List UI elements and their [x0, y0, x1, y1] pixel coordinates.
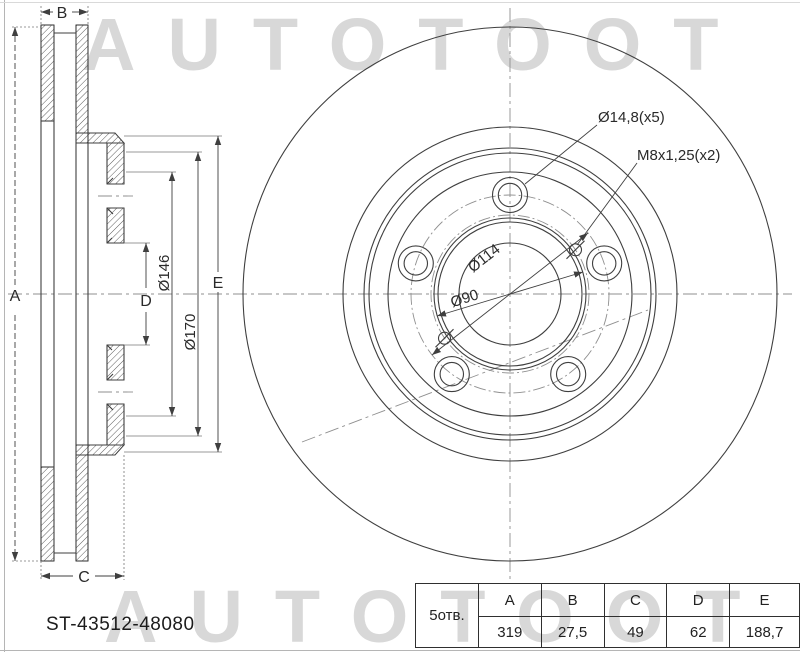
- dim-label-d: D: [140, 293, 152, 310]
- dim-label-b: B: [57, 5, 68, 22]
- front-dim-lines: [431, 124, 638, 356]
- section-outline: [40, 24, 125, 562]
- outboard-plate-lower: [40, 466, 55, 562]
- spec-header-e: E: [729, 583, 800, 617]
- bolt-hole: [491, 176, 529, 214]
- inboard-plate-upper: [75, 24, 89, 134]
- centerlines: [8, 8, 792, 581]
- flange-wall-2: [106, 207, 125, 244]
- m8-thread-hole: [566, 240, 585, 260]
- spec-header-b: B: [540, 583, 605, 617]
- spec-value-b: 27,5: [540, 616, 605, 648]
- flange-wall-4: [106, 403, 125, 446]
- scan-edge-top: [0, 2, 800, 3]
- dim-label-a: A: [10, 288, 21, 305]
- scan-edge-bottom: [0, 650, 800, 651]
- dim-label-dia170: Ø170: [182, 314, 199, 351]
- spec-row-label: 5отв.: [415, 583, 479, 648]
- flange-chamfer-circle: [368, 152, 652, 436]
- spec-value-c: 49: [603, 616, 668, 648]
- diagonal-centerline: [301, 309, 649, 443]
- watermark-top: AUTOTOOT: [82, 3, 751, 86]
- spec-table: 5отв. A B C D E 319 27,5 49 62 188,7: [415, 583, 800, 648]
- label-pcd: Ø114: [465, 241, 504, 276]
- m8-thread-hole: [435, 328, 454, 348]
- label-bolt-holes: Ø14,8(x5): [598, 109, 665, 126]
- thread-pcd-circle: [430, 214, 590, 374]
- flange-inner-circle: [387, 171, 633, 417]
- spec-value-a: 319: [477, 616, 542, 648]
- spec-value-d: 62: [666, 616, 731, 648]
- outer-diameter-circle: [242, 26, 778, 562]
- label-thread-holes: M8x1,25(x2): [637, 147, 720, 164]
- bolt-pcd-circle: [410, 194, 610, 394]
- spec-header-a: A: [477, 583, 542, 617]
- disc-circles: [242, 26, 778, 562]
- inboard-plate-lower: [75, 454, 89, 562]
- dim-label-e: E: [213, 275, 224, 292]
- scan-edge-left: [4, 0, 5, 652]
- section-view: [40, 24, 126, 562]
- spec-header-c: C: [603, 583, 668, 617]
- thread-hole-leader: [576, 162, 638, 246]
- flange-outer-circle: [363, 147, 657, 441]
- label-hub-face: Ø90: [448, 286, 480, 311]
- outboard-plate-upper: [40, 24, 55, 122]
- section-dimensions: A B C D E Ø146 Ø170: [10, 5, 224, 586]
- hat-foot-upper: [75, 132, 126, 144]
- front-view: Ø14,8(x5) M8x1,25(x2) Ø114 Ø90: [242, 26, 778, 562]
- bolt-hole: [433, 356, 470, 393]
- pitch-circles: [410, 194, 610, 394]
- spec-header-d: D: [666, 583, 731, 617]
- dim-label-c: C: [78, 569, 90, 586]
- dim-label-dia146: Ø146: [156, 255, 173, 292]
- spec-value-e: 188,7: [729, 616, 800, 648]
- bolt-hole: [550, 356, 587, 393]
- hat-step-circle: [342, 126, 678, 462]
- flange-wall-3: [106, 344, 125, 381]
- flange-wall-1: [106, 142, 125, 185]
- bolt-hole-leader: [524, 124, 598, 185]
- hat-foot-lower: [75, 444, 126, 456]
- part-number: ST-43512-48080: [46, 614, 195, 635]
